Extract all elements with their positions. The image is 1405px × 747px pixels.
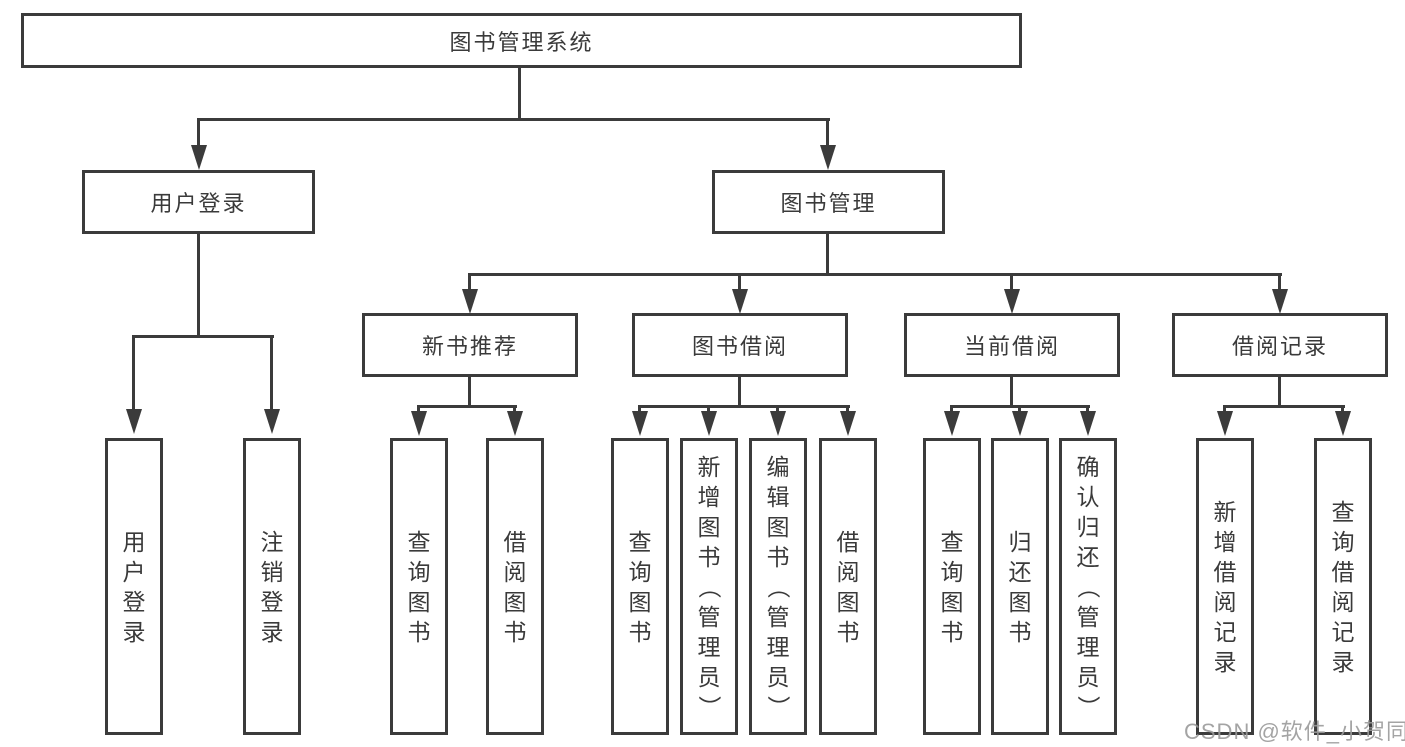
- leaf-query-books: 查询图书: [390, 438, 448, 735]
- connector-line: [1018, 405, 1021, 414]
- connector-line: [1223, 405, 1226, 414]
- connector-line: [707, 405, 710, 414]
- connector-line: [468, 273, 1282, 276]
- connector-line: [776, 405, 779, 414]
- arrow-down-icon: [632, 411, 648, 436]
- node-label: 图书借阅: [691, 334, 788, 359]
- connector-line: [513, 405, 516, 414]
- arrow-down-icon: [191, 145, 207, 170]
- connector-line: [1278, 273, 1281, 291]
- arrow-down-icon: [462, 289, 478, 314]
- node-book-management: 图书管理: [712, 170, 945, 234]
- connector-line: [518, 68, 521, 121]
- arrow-down-icon: [507, 411, 523, 436]
- leaf-add-borrow-record: 新增借阅记录: [1196, 438, 1254, 735]
- connector-line: [826, 234, 829, 276]
- node-label: 借阅图书: [503, 528, 527, 645]
- leaf-query-books: 查询图书: [923, 438, 981, 735]
- node-library-management-system: 图书管理系统: [21, 13, 1022, 68]
- node-label: 图书管理: [780, 191, 877, 216]
- arrow-down-icon: [126, 409, 142, 434]
- node-label: 注销登录: [260, 528, 284, 645]
- node-label: 归还图书: [1008, 528, 1032, 645]
- arrow-down-icon: [944, 411, 960, 436]
- connector-line: [417, 405, 420, 414]
- leaf-query-borrow-record: 查询借阅记录: [1314, 438, 1372, 735]
- connector-line: [197, 118, 200, 148]
- node-label: 查询图书: [407, 528, 431, 645]
- arrow-down-icon: [1272, 289, 1288, 314]
- leaf-edit-books-admin: 编辑图书（管理员）: [749, 438, 807, 735]
- connector-line: [738, 273, 741, 291]
- leaf-return-books: 归还图书: [991, 438, 1049, 735]
- arrow-down-icon: [1004, 289, 1020, 314]
- connector-line: [1278, 377, 1281, 408]
- node-label: 确认归还（管理员）: [1075, 453, 1101, 719]
- leaf-add-books-admin: 新增图书（管理员）: [680, 438, 738, 735]
- node-label: 借阅图书: [836, 528, 860, 645]
- node-label: 用户登录: [150, 191, 247, 216]
- connector-line: [197, 118, 830, 121]
- node-label: 查询图书: [940, 528, 964, 645]
- connector-line: [417, 405, 517, 408]
- node-label: 当前借阅: [963, 334, 1060, 359]
- connector-line: [468, 377, 471, 408]
- node-borrowing-records: 借阅记录: [1172, 313, 1388, 377]
- leaf-user-login: 用户登录: [105, 438, 163, 735]
- leaf-logout-login: 注销登录: [243, 438, 301, 735]
- connector-line: [1010, 377, 1013, 408]
- node-label: 借阅记录: [1231, 334, 1328, 359]
- connector-line: [1341, 405, 1344, 414]
- leaf-confirm-return-admin: 确认归还（管理员）: [1059, 438, 1117, 735]
- connector-line: [638, 405, 850, 408]
- node-user-login: 用户登录: [82, 170, 315, 234]
- csdn-watermark: CSDN @软件_小贺同学: [1184, 719, 1405, 744]
- node-label: 用户登录: [122, 528, 146, 645]
- node-label: 新增借阅记录: [1213, 498, 1237, 675]
- arrow-down-icon: [701, 411, 717, 436]
- node-new-book-recommendation: 新书推荐: [362, 313, 578, 377]
- node-book-borrowing: 图书借阅: [632, 313, 848, 377]
- connector-line: [950, 405, 953, 414]
- connector-line: [1010, 273, 1013, 291]
- arrow-down-icon: [1080, 411, 1096, 436]
- node-label: 新书推荐: [421, 334, 518, 359]
- connector-line: [132, 335, 135, 412]
- arrow-down-icon: [770, 411, 786, 436]
- arrow-down-icon: [411, 411, 427, 436]
- node-label: 图书管理系统: [449, 29, 594, 55]
- connector-line: [826, 118, 829, 148]
- connector-line: [197, 233, 200, 338]
- connector-line: [1223, 405, 1345, 408]
- connector-line: [638, 405, 641, 414]
- leaf-borrow-books: 借阅图书: [486, 438, 544, 735]
- leaf-query-books: 查询图书: [611, 438, 669, 735]
- arrow-down-icon: [264, 409, 280, 434]
- node-label: 编辑图书（管理员）: [765, 453, 791, 719]
- leaf-borrow-books: 借阅图书: [819, 438, 877, 735]
- node-current-borrowing: 当前借阅: [904, 313, 1120, 377]
- node-label: 新增图书（管理员）: [696, 453, 722, 719]
- node-label: 查询借阅记录: [1331, 498, 1355, 675]
- connector-line: [270, 335, 273, 412]
- arrow-down-icon: [1217, 411, 1233, 436]
- arrow-down-icon: [820, 145, 836, 170]
- connector-line: [468, 273, 471, 291]
- connector-line: [846, 405, 849, 414]
- arrow-down-icon: [1012, 411, 1028, 436]
- connector-line: [738, 377, 741, 408]
- node-label: 查询图书: [628, 528, 652, 645]
- arrow-down-icon: [840, 411, 856, 436]
- connector-line: [132, 335, 274, 338]
- arrow-down-icon: [732, 289, 748, 314]
- connector-line: [1086, 405, 1089, 414]
- arrow-down-icon: [1335, 411, 1351, 436]
